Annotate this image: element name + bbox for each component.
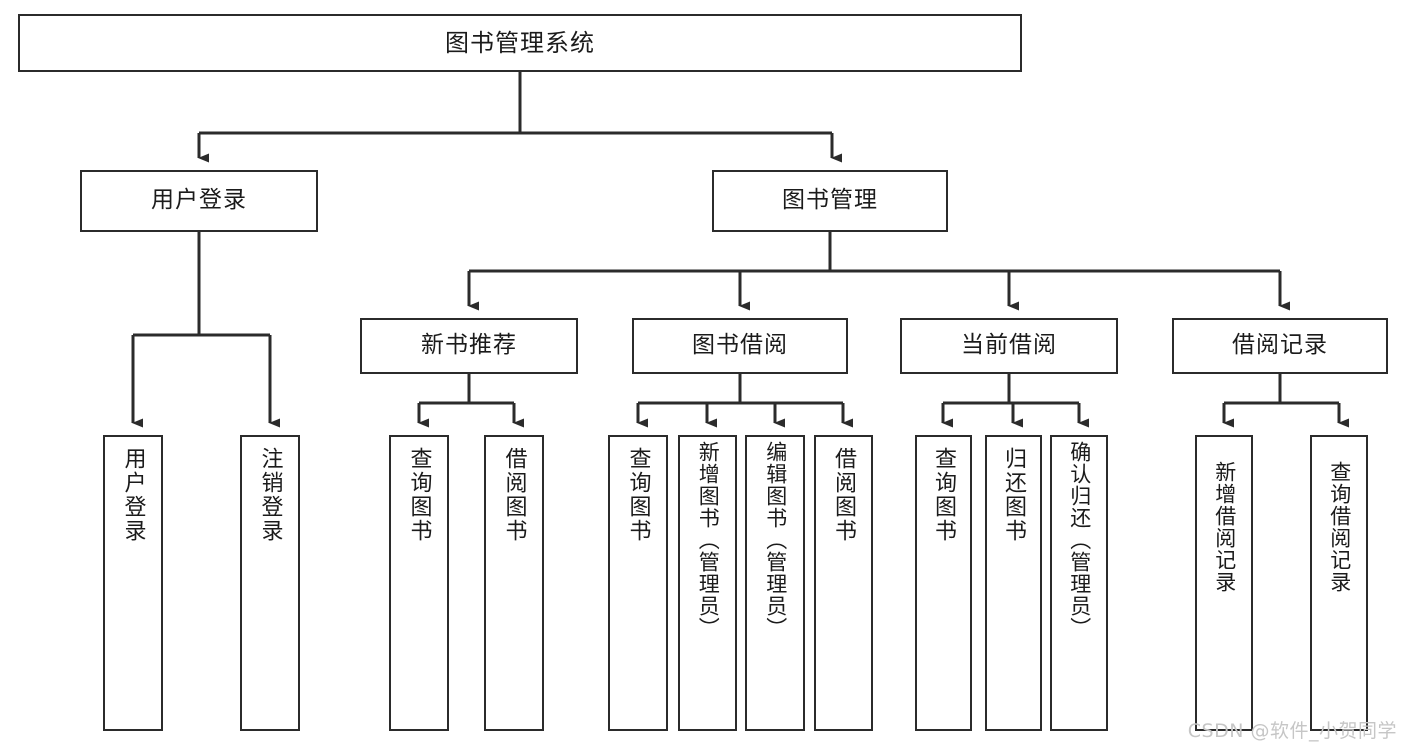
leaf-borrow-query-book-label: 查询图书	[625, 447, 651, 543]
leaf-records-add-record[interactable]: 新增借阅记录	[1195, 435, 1253, 731]
leaf-borrow-borrow-book-label: 借阅图书	[831, 447, 857, 543]
leaf-user-login-login-label: 用户登录	[120, 447, 146, 543]
node-borrow-records[interactable]: 借阅记录	[1172, 318, 1388, 374]
leaf-current-query-book-label: 查询图书	[931, 447, 957, 543]
leaf-borrow-edit-book-label: 编辑图书（管理员）	[763, 441, 788, 639]
leaf-borrow-add-book[interactable]: 新增图书（管理员）	[678, 435, 737, 731]
node-current-borrow-label: 当前借阅	[961, 332, 1057, 359]
node-book-management-label: 图书管理	[782, 187, 878, 214]
leaf-records-query-record[interactable]: 查询借阅记录	[1310, 435, 1368, 731]
leaf-borrow-query-book[interactable]: 查询图书	[608, 435, 668, 731]
leaf-borrow-edit-book[interactable]: 编辑图书（管理员）	[745, 435, 805, 731]
leaf-current-return-book[interactable]: 归还图书	[985, 435, 1042, 731]
node-user-login-label: 用户登录	[151, 187, 247, 214]
leaf-new-book-query-label: 查询图书	[406, 447, 432, 543]
node-root[interactable]: 图书管理系统	[18, 14, 1022, 72]
leaf-user-login-login[interactable]: 用户登录	[103, 435, 163, 731]
leaf-records-add-record-label: 新增借阅记录	[1212, 461, 1237, 593]
leaf-user-login-logout[interactable]: 注销登录	[240, 435, 300, 731]
leaf-borrow-borrow-book[interactable]: 借阅图书	[814, 435, 873, 731]
node-new-book-recommend-label: 新书推荐	[421, 332, 517, 359]
node-book-borrow-label: 图书借阅	[692, 332, 788, 359]
leaf-user-login-logout-label: 注销登录	[257, 447, 283, 543]
leaf-current-return-book-label: 归还图书	[1001, 447, 1027, 543]
node-current-borrow[interactable]: 当前借阅	[900, 318, 1118, 374]
leaf-borrow-add-book-label: 新增图书（管理员）	[696, 441, 721, 639]
leaf-new-book-borrow-label: 借阅图书	[501, 447, 527, 543]
leaf-current-confirm-return-label: 确认归还（管理员）	[1067, 441, 1092, 639]
leaf-current-confirm-return[interactable]: 确认归还（管理员）	[1050, 435, 1108, 731]
node-user-login[interactable]: 用户登录	[80, 170, 318, 232]
leaf-new-book-borrow[interactable]: 借阅图书	[484, 435, 544, 731]
leaf-current-query-book[interactable]: 查询图书	[915, 435, 972, 731]
node-new-book-recommend[interactable]: 新书推荐	[360, 318, 578, 374]
leaf-new-book-query[interactable]: 查询图书	[389, 435, 449, 731]
node-root-label: 图书管理系统	[445, 28, 595, 57]
node-borrow-records-label: 借阅记录	[1232, 332, 1328, 359]
node-book-borrow[interactable]: 图书借阅	[632, 318, 848, 374]
leaf-records-query-record-label: 查询借阅记录	[1327, 461, 1352, 593]
node-book-management[interactable]: 图书管理	[712, 170, 948, 232]
watermark-text: CSDN @软件_小贺同学	[1187, 720, 1397, 742]
